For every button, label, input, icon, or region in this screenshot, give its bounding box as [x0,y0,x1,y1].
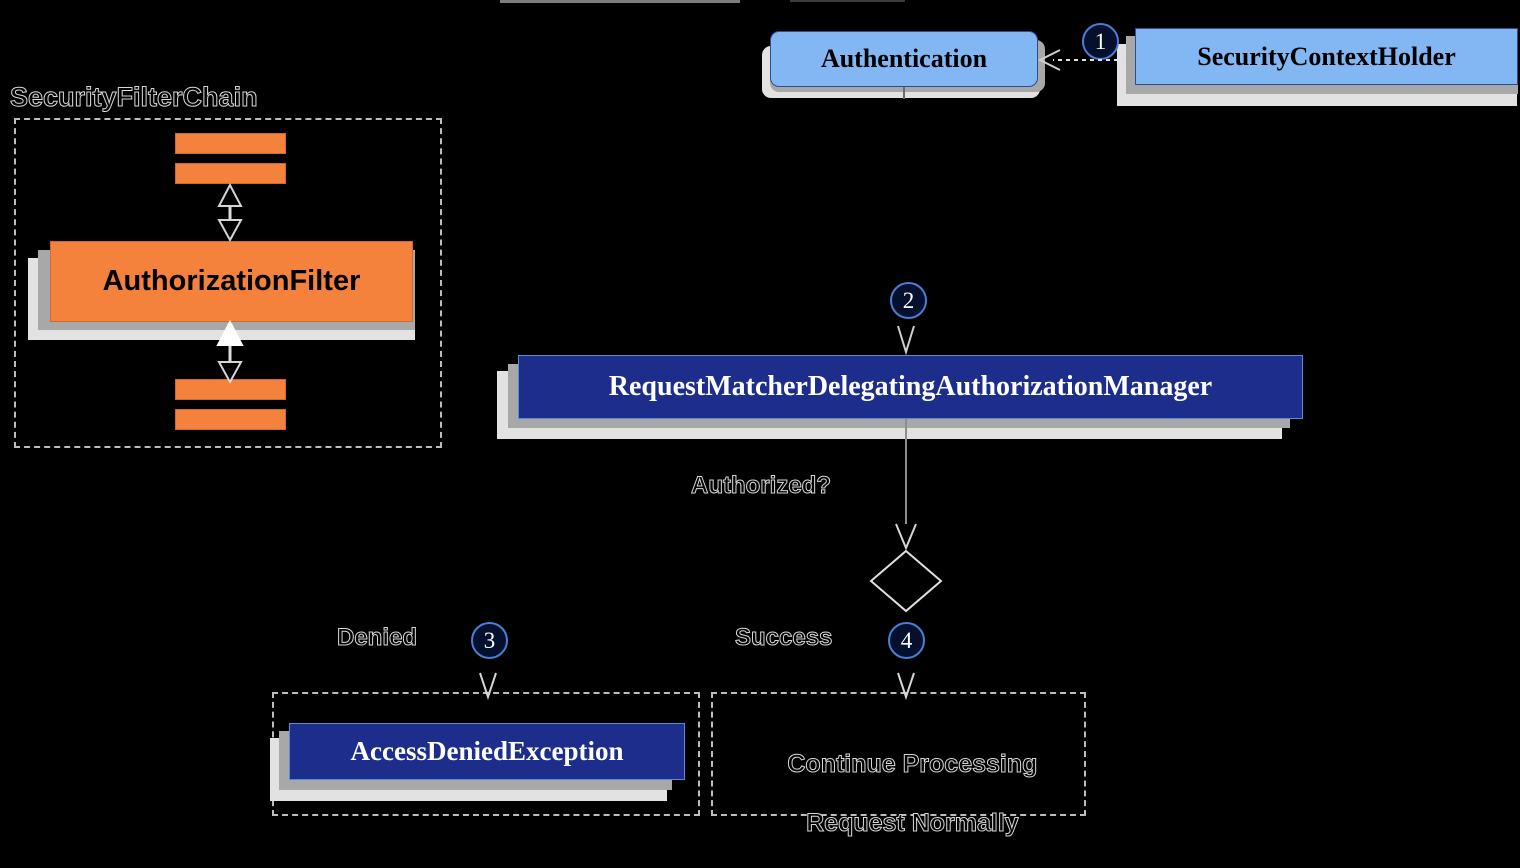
filter-bar-bottom-1 [175,379,286,400]
filter-bar-bottom-2 [175,409,286,430]
badge-3: 3 [471,622,508,659]
security-filter-chain-label: SecurityFilterChain [10,82,259,113]
request-matcher-manager-box[interactable]: RequestMatcherDelegatingAuthorizationMan… [518,355,1303,419]
access-denied-exception-box[interactable]: AccessDeniedException [289,723,685,780]
truncated-top-shape [500,0,740,3]
authorized-question-label: Authorized? [691,471,832,499]
success-label: Success [734,623,833,651]
edge-to-request-matcher [897,325,915,356]
security-filter-chain-container [14,118,442,448]
badge-2: 2 [890,282,927,319]
badge-4: 4 [888,622,925,659]
badge-1: 1 [1082,23,1119,60]
authorization-filter-box[interactable]: AuthorizationFilter [50,241,413,322]
continue-processing-label: Continue Processing Request Normally [711,720,1086,868]
authentication-stub-connector [903,87,905,99]
authentication-box[interactable]: Authentication [770,31,1038,87]
decision-diamond [869,549,943,613]
filter-bar-top-1 [175,133,286,154]
filter-bar-top-2 [175,163,286,184]
denied-label: Denied [336,623,418,651]
continue-processing-line-1: Continue Processing [787,749,1038,778]
continue-processing-line-2: Request Normally [806,808,1020,837]
truncated-top-shape-2 [790,0,905,2]
diagram-canvas: SecurityFilterChain AuthorizationFilter … [9,0,1518,837]
security-context-holder-box[interactable]: SecurityContextHolder [1135,28,1518,85]
